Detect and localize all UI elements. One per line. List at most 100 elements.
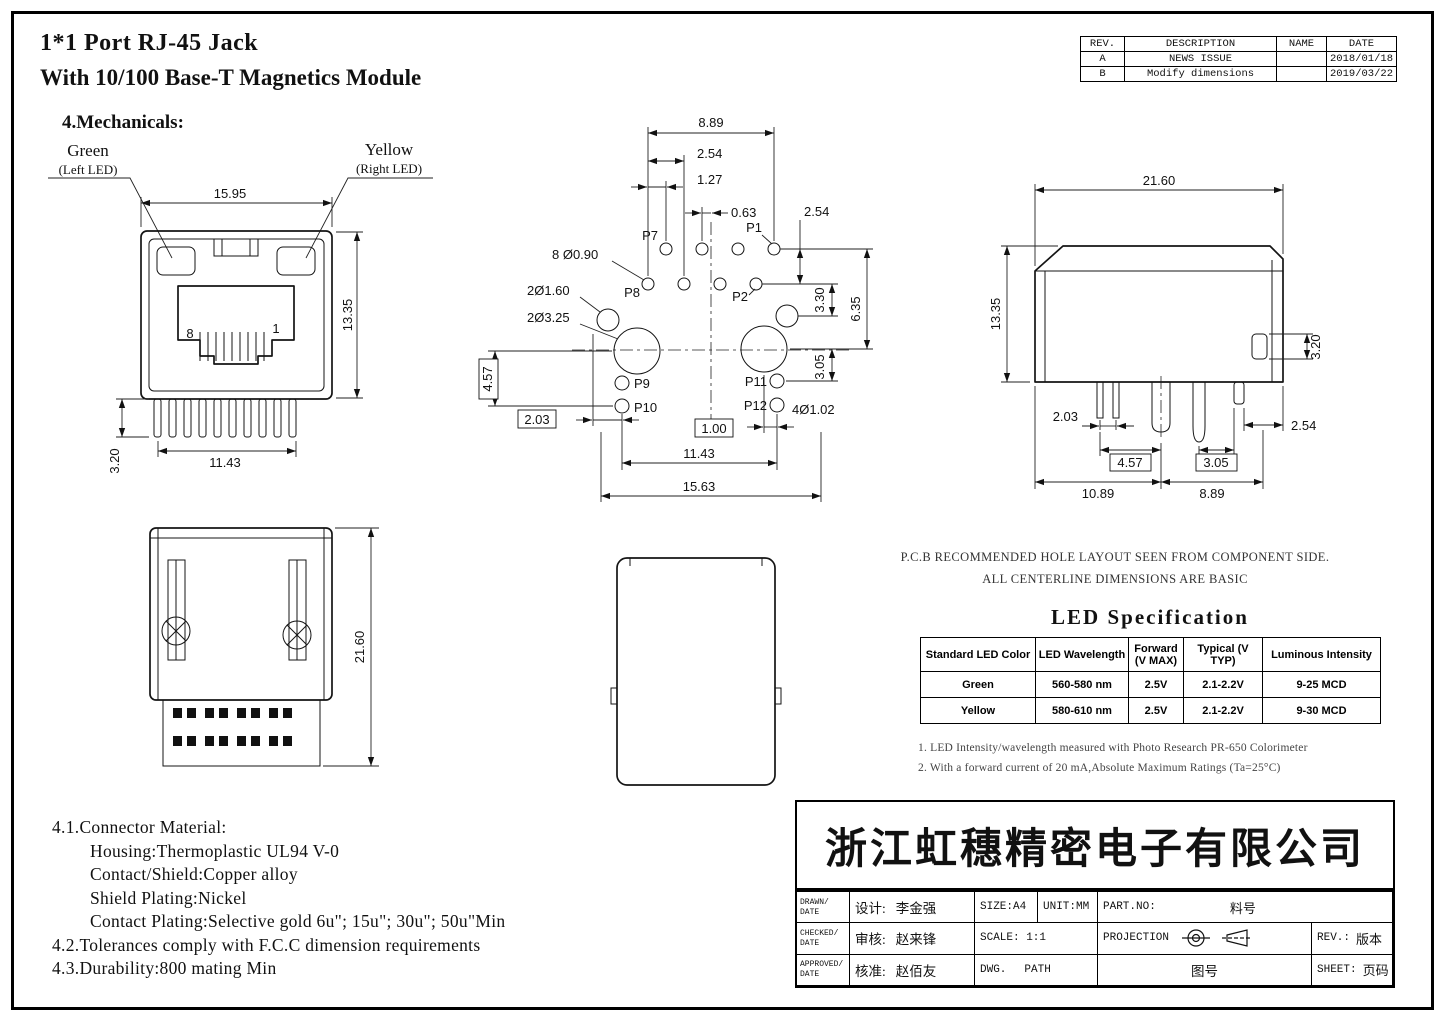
post-hole-right: [740, 325, 788, 373]
date-label: DATE: [800, 970, 820, 980]
dwg-path-cell: DWG. PATH: [975, 954, 1098, 986]
dim-side-height: 13.35: [988, 298, 1003, 331]
approve-name: 赵佰友: [895, 963, 937, 979]
dim-front-height: 13.35: [340, 299, 355, 332]
date-cell: 2018/01/18: [1325, 51, 1398, 67]
pin-label-p8: P8: [624, 285, 640, 300]
checked-date-cell: CHECKED/ DATE: [797, 923, 850, 955]
bottom-view: 21.60: [149, 527, 379, 767]
dim-side-1089: 10.89: [1082, 486, 1115, 501]
note-connector-material: 4.1.Connector Material:: [52, 817, 227, 837]
sheet-border: [11, 11, 1434, 1010]
company-name: 浙江虹穗精密电子有限公司: [795, 800, 1395, 890]
dim-pcb-overall: 8.89: [698, 115, 723, 130]
hole-callout-shield: 2Ø1.60: [527, 283, 570, 298]
led-row-yellow: Yellow 580-610 nm 2.5V 2.1-2.2V 9-30 MCD: [920, 697, 1381, 724]
projection-circle-icon: [1182, 929, 1211, 948]
pin-label-p7: P7: [642, 228, 658, 243]
approver-cell: 核准: 赵佰友: [850, 954, 975, 986]
description-col-header: DESCRIPTION: [1124, 36, 1277, 52]
pcb-layout-view: P7 P1 P8 P2 8 Ø0.90 2Ø1.60 2Ø3.25 P9 P10…: [478, 115, 873, 502]
revision-header-row: REV. DESCRIPTION NAME DATE: [1080, 36, 1398, 52]
dim-front-pin-span: 11.43: [209, 455, 241, 470]
projection-label: PROJECTION: [1103, 932, 1170, 945]
dim-pcb-635: 6.35: [848, 296, 863, 321]
led-cell: 9-30 MCD: [1262, 697, 1381, 724]
checked-label: CHECKED/: [800, 928, 839, 938]
name-col-header: NAME: [1276, 36, 1327, 52]
led-cell: 2.1-2.2V: [1183, 697, 1263, 724]
rev-cell: B: [1080, 66, 1125, 82]
sheet-value: 页码: [1362, 963, 1389, 979]
revision-row: B Modify dimensions 2019/03/22: [1080, 66, 1398, 82]
front-pins: [153, 398, 297, 438]
led-note-2: 2. With a forward current of 20 mA,Absol…: [918, 762, 1281, 774]
part-no-value: 料号: [1229, 900, 1256, 916]
revision-table: REV. DESCRIPTION NAME DATE A NEWS ISSUE …: [1080, 36, 1398, 82]
contact-comb: [199, 332, 265, 361]
led-header-row: Standard LED Color LED Wavelength Forwar…: [920, 637, 1381, 672]
front-view-dimensions: 15.95 13.35 3.20 11.43: [107, 186, 363, 474]
dim-front-pin-length: 3.20: [107, 448, 122, 473]
led-note-1: 1. LED Intensity/wavelength measured wit…: [918, 742, 1308, 754]
led-row-green: Green 560-580 nm 2.5V 2.1-2.2V 9-25 MCD: [920, 671, 1381, 698]
pcb-layout-note: P.C.B RECOMMENDED HOLE LAYOUT SEEN FROM …: [895, 550, 1335, 587]
dim-pcb-203: 2.03: [524, 412, 549, 427]
latch-circle-left: [161, 616, 191, 646]
dim-pcb-stagger: 1.27: [697, 172, 722, 187]
rev-cell: REV.: 版本: [1312, 923, 1393, 955]
led-spec-table: Standard LED Color LED Wavelength Forwar…: [920, 637, 1381, 724]
approved-label: APPROVED/: [800, 960, 844, 970]
side-pins: [1096, 381, 1245, 443]
dim-pcb-row-gap: 2.54: [804, 204, 829, 219]
led-cell: 2.1-2.2V: [1183, 671, 1263, 698]
pin-label-p1: P1: [746, 220, 762, 235]
rev-col-header: REV.: [1080, 36, 1125, 52]
note-contact-shield: Contact/Shield:Copper alloy: [90, 864, 298, 884]
date-label: DATE: [800, 938, 820, 948]
designer-cell: 设计: 李金强: [850, 892, 975, 924]
date-label: DATE: [800, 907, 820, 917]
note-durability: 4.3.Durability:800 mating Min: [52, 958, 277, 978]
pcb-note-line2: ALL CENTERLINE DIMENSIONS ARE BASIC: [982, 572, 1248, 586]
right-led-window: [276, 246, 316, 276]
dim-front-width: 15.95: [214, 186, 247, 201]
design-label: 设计:: [855, 901, 886, 917]
unit-cell: UNIT:MM: [1038, 892, 1098, 924]
dim-pcb-100: 1.00: [701, 421, 726, 436]
dim-side-width: 21.60: [1143, 173, 1176, 188]
side-body-outline: [1034, 245, 1284, 383]
led-cell: 9-25 MCD: [1262, 671, 1381, 698]
led-col-intensity: Luminous Intensity: [1262, 637, 1381, 672]
check-name: 赵来锋: [895, 932, 937, 948]
dim-side-457: 4.57: [1117, 455, 1142, 470]
pin-label-p11: P11: [745, 374, 767, 389]
cover-view: [610, 557, 782, 786]
led-cell: 2.5V: [1128, 671, 1184, 698]
yellow-led-sublabel: (Right LED): [356, 161, 422, 176]
pin-label-p12: P12: [744, 398, 767, 413]
sheet-label: SHEET:: [1317, 963, 1357, 976]
yellow-led-label: Yellow: [365, 140, 414, 159]
post-hole-left: [613, 327, 661, 375]
led-col-wavelength: LED Wavelength: [1035, 637, 1129, 672]
side-view: 21.60 13.35 3.20 2.03 4.57: [988, 173, 1323, 501]
design-name: 李金强: [895, 901, 937, 917]
note-housing: Housing:Thermoplastic UL94 V-0: [90, 840, 340, 861]
material-notes: 4.1.Connector Material: Housing:Thermopl…: [52, 816, 505, 981]
led-col-typical: Typical (V TYP): [1183, 637, 1263, 672]
name-cell: [1276, 51, 1327, 67]
side-led-detail: [1251, 333, 1268, 360]
drawn-label: DRAWN/: [800, 897, 829, 907]
led-cell: 580-610 nm: [1035, 697, 1129, 724]
front-view-geometry: [48, 177, 433, 438]
revision-row: A NEWS ISSUE 2018/01/18: [1080, 51, 1398, 67]
part-no-cell: PART.NO: 料号: [1098, 892, 1393, 924]
pin-holes: [641, 242, 781, 291]
projection-cell: PROJECTION: [1098, 923, 1312, 955]
shield-hole-left: [596, 308, 620, 332]
pin-number-8: 8: [186, 326, 193, 341]
approve-label: 核准:: [855, 963, 886, 979]
front-body-outline: [140, 230, 333, 400]
drawn-date-cell: DRAWN/ DATE: [797, 892, 850, 924]
